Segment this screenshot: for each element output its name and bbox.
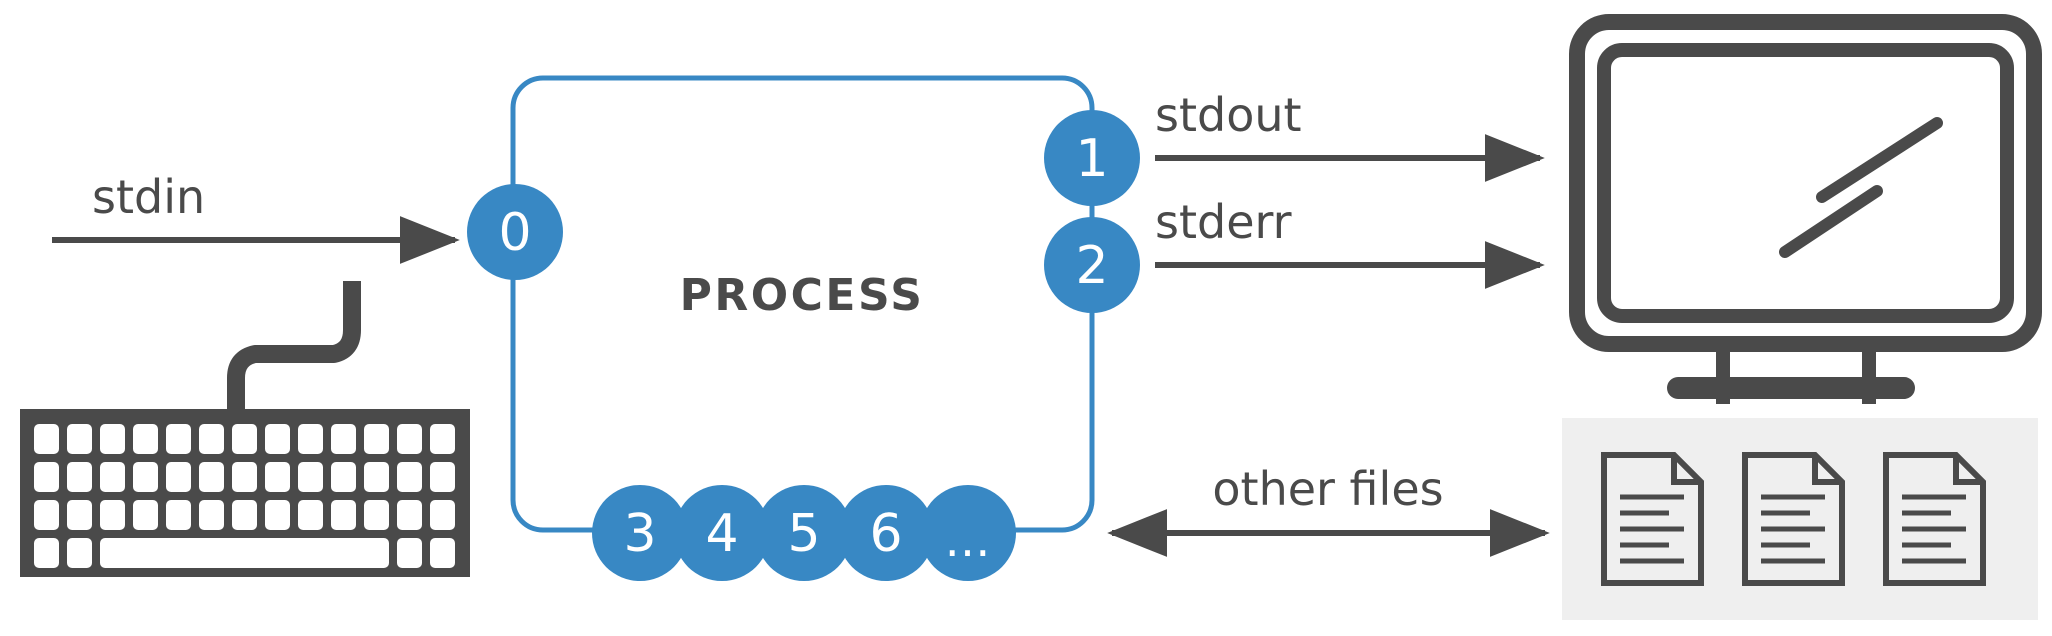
files-panel <box>1562 418 2038 620</box>
keyboard-spacebar <box>100 538 389 568</box>
keyboard-cable <box>227 281 361 412</box>
stderr-arrow-group: stderr <box>1155 195 1545 289</box>
stdout-arrow-group: stdout <box>1155 88 1545 182</box>
document-2-page <box>1742 452 1845 586</box>
monitor-outer-frame <box>1569 14 2042 352</box>
document-icon-1[interactable] <box>1601 452 1704 586</box>
document-1-page <box>1601 452 1704 586</box>
keyboard-row-4 <box>34 538 455 568</box>
document-3-fold <box>1953 455 1983 485</box>
monitor-shine-line-2 <box>1779 185 1883 258</box>
stdin-arrow-group: stdin <box>52 170 460 264</box>
document-icon-3[interactable] <box>1883 452 1986 586</box>
fd-6-circle <box>838 485 934 581</box>
fd-more-circle <box>920 485 1016 581</box>
fd-circle-more[interactable]: … <box>920 485 1016 581</box>
fd-2-circle <box>1044 217 1140 313</box>
other-files-arrow-group: other files <box>1107 462 1550 557</box>
fd-5-circle <box>756 485 852 581</box>
document-1-lines <box>1620 494 1684 564</box>
fd-4-circle <box>674 485 770 581</box>
process-box: PROCESS <box>510 75 1095 533</box>
fd-5-label: 5 <box>787 504 820 564</box>
fd-circle-2[interactable]: 2 <box>1044 217 1140 313</box>
document-icon-2[interactable] <box>1742 452 1845 586</box>
fd-3-circle <box>592 485 688 581</box>
fd-2-label: 2 <box>1075 236 1108 296</box>
fd-circle-6[interactable]: 6 <box>838 485 934 581</box>
fd-circle-5[interactable]: 5 <box>756 485 852 581</box>
monitor-stand-base <box>1667 377 1915 399</box>
fd-0-label: 0 <box>498 203 531 263</box>
fd-circle-4[interactable]: 4 <box>674 485 770 581</box>
fd-6-label: 6 <box>869 504 902 564</box>
fd-more-label: … <box>945 513 992 567</box>
monitor-shine-line-1 <box>1816 117 1943 203</box>
fd-circle-3[interactable]: 3 <box>592 485 688 581</box>
monitor-screen <box>1597 43 2014 323</box>
stdout-label: stdout <box>1155 88 1302 142</box>
document-3-page <box>1883 452 1986 586</box>
other-files-label: other files <box>1212 462 1443 516</box>
keyboard-row-1 <box>34 424 455 454</box>
fd-circle-1[interactable]: 1 <box>1044 110 1140 206</box>
keyboard-icon <box>20 281 470 577</box>
document-3-lines <box>1902 494 1966 564</box>
keyboard-row-3 <box>34 500 455 530</box>
stdin-label: stdin <box>92 170 205 224</box>
document-1-fold <box>1671 455 1701 485</box>
fd-1-label: 1 <box>1075 129 1108 189</box>
fd-1-circle <box>1044 110 1140 206</box>
fd-0-circle <box>467 184 563 280</box>
fd-circle-0[interactable]: 0 <box>467 184 563 280</box>
document-2-fold <box>1812 455 1842 485</box>
process-label: PROCESS <box>680 270 925 321</box>
fd-3-label: 3 <box>623 504 656 564</box>
monitor-icon <box>1569 14 2042 404</box>
stderr-label: stderr <box>1155 195 1292 249</box>
fd-4-label: 4 <box>705 504 738 564</box>
keyboard-row-2 <box>34 462 455 492</box>
document-2-lines <box>1761 494 1825 564</box>
